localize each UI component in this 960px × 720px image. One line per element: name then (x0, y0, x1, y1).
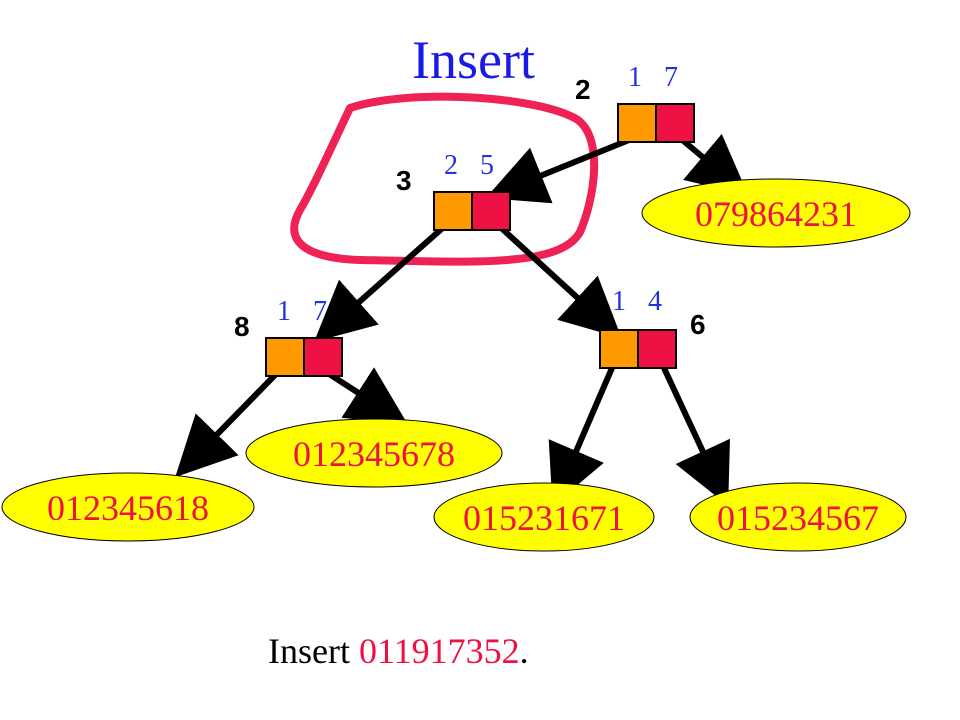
node-right-half (303, 337, 343, 377)
node-left-half (265, 337, 305, 377)
leaf-e: 015234567 (689, 482, 907, 552)
node-index: 6 (690, 309, 706, 340)
caption-key: 011917352 (359, 631, 520, 671)
edge-left-to-leaf-c (175, 369, 281, 478)
trie-node-left: 8 1 7 (234, 296, 343, 377)
node-index: 3 (396, 165, 412, 196)
leaf-label: 015234567 (717, 498, 879, 538)
leaf-ellipse (245, 418, 503, 488)
leaf-label: 012345678 (293, 434, 455, 474)
node-index: 8 (234, 311, 250, 342)
leaf-ellipse (689, 482, 907, 552)
node-right-half (471, 191, 511, 231)
node-right-half (655, 103, 695, 143)
node-index: 2 (575, 74, 591, 105)
node-digit-a: 1 (612, 286, 626, 317)
caption: Insert 011917352. (268, 631, 529, 671)
highlight-loop (290, 92, 599, 266)
leaf-ellipse (641, 178, 911, 248)
node-digit-b: 7 (313, 296, 327, 327)
node-digit-a: 1 (277, 296, 291, 327)
trie-node-root: 2 1 7 (575, 62, 695, 143)
leaf-a: 079864231 (641, 178, 911, 248)
edge-root-to-mid (485, 135, 636, 204)
node-left-half (617, 103, 657, 143)
caption-prefix: Insert (268, 631, 359, 671)
node-digit-b: 4 (648, 286, 662, 317)
node-digit-a: 2 (444, 150, 458, 181)
caption-suffix: . (520, 631, 529, 671)
node-left-half (433, 191, 473, 231)
leaf-ellipse (433, 482, 655, 552)
node-digit-b: 5 (480, 150, 494, 181)
trie-node-right: 6 1 4 (599, 286, 706, 369)
edge-left-to-leaf-b (324, 367, 409, 426)
leaf-label: 079864231 (695, 194, 857, 234)
node-left-half (599, 329, 639, 369)
edge-mid-to-left (314, 222, 448, 342)
page-title: Insert (412, 30, 535, 90)
edge-root-to-leaf-a (678, 133, 749, 196)
trie-node-mid: 3 2 5 (396, 150, 511, 231)
edge-mid-to-right (495, 222, 622, 339)
leaf-ellipse (1, 472, 255, 542)
node-digit-a: 1 (628, 62, 642, 93)
node-right-half (637, 329, 677, 369)
leaf-b: 012345678 (245, 418, 503, 488)
leaf-label: 015231671 (463, 498, 625, 538)
edge-right-to-leaf-d (548, 366, 615, 507)
node-digit-b: 7 (664, 62, 678, 93)
leaf-label: 012345618 (47, 488, 209, 528)
leaf-c: 012345618 (1, 472, 255, 542)
leaf-d: 015231671 (433, 482, 655, 552)
edge-right-to-leaf-e (661, 366, 731, 506)
